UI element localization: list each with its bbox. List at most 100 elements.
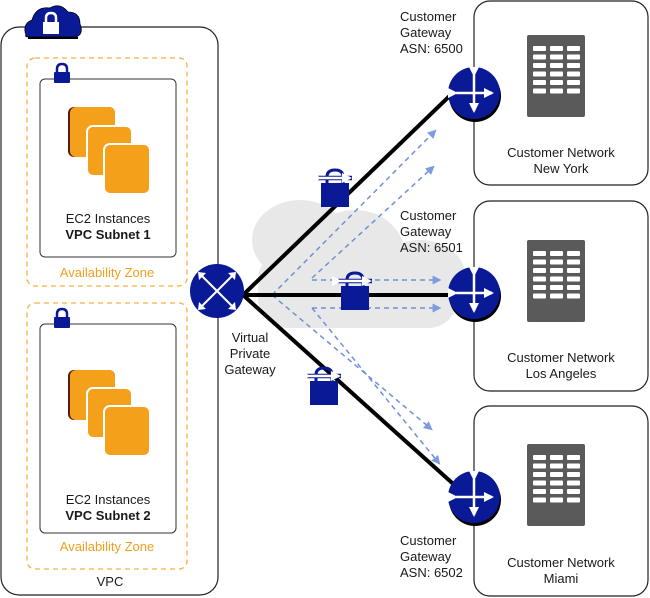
building-window	[567, 472, 580, 477]
building-window	[567, 497, 580, 503]
customer-gateway-1-label: Customer Gateway ASN: 6500	[400, 9, 463, 57]
customer-gateway-2-label: Customer Gateway ASN: 6501	[400, 208, 463, 256]
customer-gateway-router-icon-3	[448, 471, 501, 526]
building-window	[550, 251, 563, 256]
subnet-1-lock-icon	[54, 62, 70, 83]
building-window	[567, 80, 580, 85]
cgw-1-asn: ASN: 6500	[400, 41, 463, 56]
building-window	[533, 71, 546, 77]
building-window	[550, 463, 563, 469]
building-window	[550, 472, 563, 477]
customer-network-miami-label: Customer Network Miami	[474, 555, 648, 587]
building-window	[567, 63, 580, 68]
building-window	[533, 480, 546, 486]
vpn-lock-icon-3	[301, 366, 341, 405]
customer-gateway-3-label: Customer Gateway ASN: 6502	[400, 533, 463, 581]
network-2-title: Customer Network	[507, 350, 615, 365]
subnet-2-labels: EC2 Instances VPC Subnet 2	[40, 492, 176, 524]
network-3-city: Miami	[543, 571, 579, 586]
subnet-2-name: VPC Subnet 2	[65, 508, 151, 523]
subnet-1-instances-label: EC2 Instances	[65, 211, 151, 226]
virtual-private-gateway-icon	[190, 264, 244, 318]
subnet-2-instances-label: EC2 Instances	[65, 492, 151, 507]
building-window	[567, 463, 580, 469]
vpc-label: VPC	[96, 574, 124, 589]
building-window	[550, 63, 563, 68]
network-1-title: Customer Network	[507, 145, 615, 160]
ec2-instances-icon-1	[68, 107, 151, 195]
building-icon-los-angeles	[527, 240, 585, 322]
building-window	[550, 489, 563, 494]
building-window	[533, 463, 546, 469]
vpc-cloud-lock-icon	[24, 5, 82, 39]
building-window	[550, 276, 563, 282]
building-window	[567, 88, 580, 94]
building-window	[533, 54, 546, 60]
building-window	[533, 276, 546, 282]
building-window	[533, 88, 546, 94]
building-window	[567, 285, 580, 290]
building-icon-new-york	[527, 35, 585, 117]
building-window	[550, 80, 563, 85]
availability-zone-1-label: Availability Zone	[59, 265, 155, 280]
availability-zone-1	[26, 57, 188, 287]
vpn-lock-icon-2	[332, 271, 372, 310]
building-window	[550, 268, 563, 273]
building-window	[533, 251, 546, 256]
building-window	[567, 71, 580, 77]
virtual-private-gateway-label: Virtual Private Gateway	[220, 330, 280, 378]
availability-zone-2	[26, 302, 188, 570]
cgw-1-line-1: Customer	[400, 9, 457, 24]
cgw-2-line-2: Gateway	[400, 224, 452, 239]
lock-body	[310, 381, 338, 405]
network-2-city: Los Angeles	[525, 366, 597, 381]
building-window	[533, 455, 546, 460]
building-window	[567, 268, 580, 273]
building-window	[533, 285, 546, 290]
building-window	[550, 293, 563, 299]
building-window	[550, 46, 563, 51]
vpn-tunnel-arrows	[271, 129, 442, 465]
subnet-1-labels: EC2 Instances VPC Subnet 1	[40, 211, 176, 243]
building-icon-miami	[527, 444, 585, 526]
building-window	[567, 46, 580, 51]
customer-network-los-angeles-label: Customer Network Los Angeles	[474, 350, 648, 382]
building-window	[567, 480, 580, 486]
building-window	[533, 293, 546, 299]
building-window	[550, 480, 563, 486]
building-window	[533, 46, 546, 51]
cgw-2-asn: ASN: 6501	[400, 240, 463, 255]
building-window	[550, 259, 563, 265]
network-3-title: Customer Network	[507, 555, 615, 570]
building-window	[533, 497, 546, 503]
customer-gateway-router-icon-1	[448, 67, 501, 122]
building-window	[533, 472, 546, 477]
building-window	[567, 293, 580, 299]
building-window	[550, 455, 563, 460]
lock-body	[321, 183, 349, 207]
building-window	[550, 497, 563, 503]
building-window	[567, 54, 580, 60]
lock-body	[341, 286, 369, 310]
vpn-lock-icon-1	[312, 168, 352, 207]
building-window	[567, 276, 580, 282]
vpg-label-line-2: Private	[229, 346, 271, 361]
customer-gateway-router-icon-2	[448, 267, 501, 322]
building-window	[567, 251, 580, 256]
building-window	[567, 455, 580, 460]
network-1-city: New York	[533, 161, 589, 176]
building-window	[533, 268, 546, 273]
building-window	[533, 259, 546, 265]
subnet-2-lock-icon	[54, 307, 70, 328]
building-window	[550, 88, 563, 94]
cgw-2-line-1: Customer	[400, 208, 457, 223]
vpg-label-line-3: Gateway	[224, 362, 276, 377]
building-window	[567, 489, 580, 494]
building-window	[533, 489, 546, 494]
cgw-3-line-1: Customer	[400, 533, 457, 548]
cgw-3-asn: ASN: 6502	[400, 565, 463, 580]
building-window	[550, 54, 563, 60]
building-window	[550, 71, 563, 77]
cgw-1-line-2: Gateway	[400, 25, 452, 40]
